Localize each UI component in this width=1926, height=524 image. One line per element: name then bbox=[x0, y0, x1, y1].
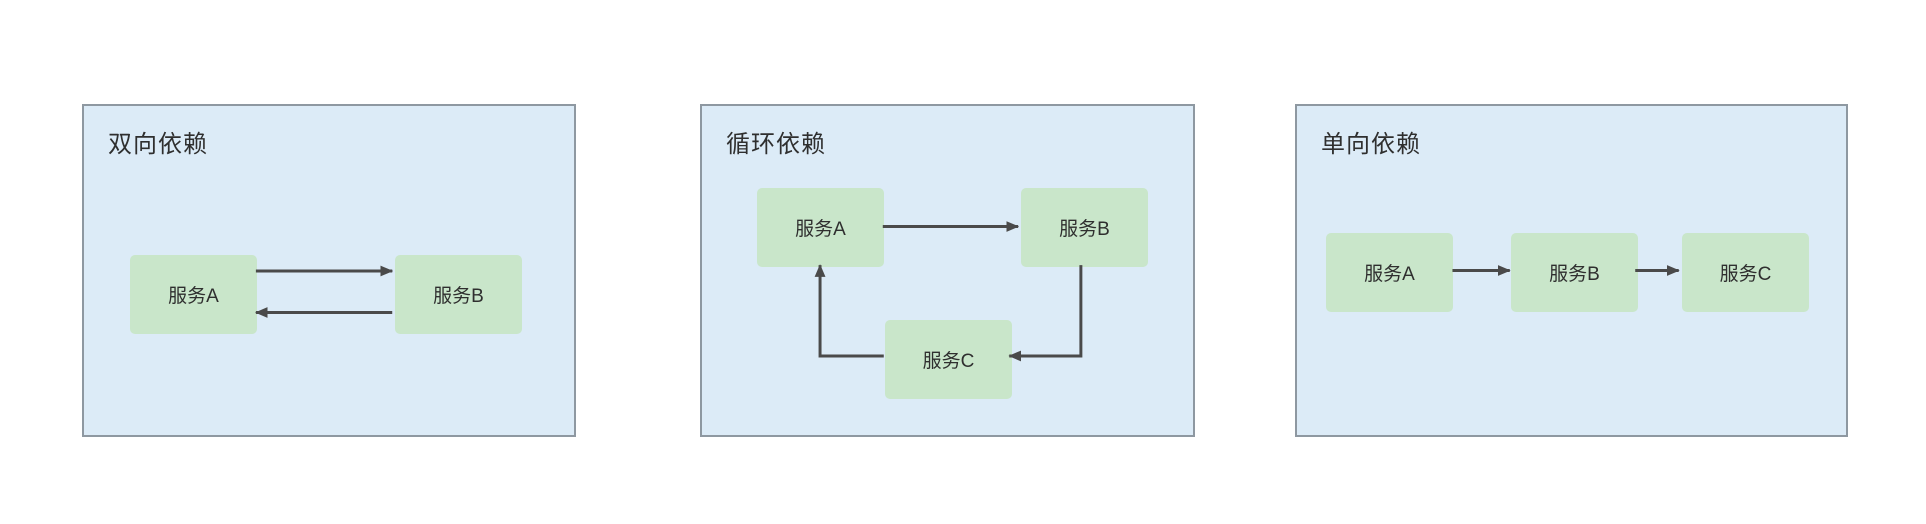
service-node-label: 服务B bbox=[1059, 219, 1110, 240]
service-node-a: 服务A bbox=[130, 255, 257, 334]
service-node-c: 服务C bbox=[885, 320, 1012, 399]
service-node-label: 服务B bbox=[1549, 264, 1600, 285]
panel-title: 循环依赖 bbox=[726, 131, 826, 158]
service-node-c: 服务C bbox=[1682, 233, 1809, 312]
panel-unidirectional-dependency: 单向依赖 服务A 服务B 服务C bbox=[1295, 104, 1848, 437]
service-node-label: 服务A bbox=[168, 286, 219, 307]
service-node-b: 服务B bbox=[395, 255, 522, 334]
arrow-service-c-to-service-a bbox=[814, 264, 884, 358]
arrow-service-b-to-service-c bbox=[1008, 265, 1083, 362]
panel-title: 双向依赖 bbox=[108, 131, 208, 158]
service-node-b: 服务B bbox=[1511, 233, 1638, 312]
service-node-label: 服务C bbox=[922, 351, 975, 372]
service-node-label: 服务B bbox=[433, 286, 484, 307]
service-node-b: 服务B bbox=[1021, 188, 1148, 267]
service-node-label: 服务A bbox=[795, 219, 846, 240]
panel-circular-dependency: 循环依赖 服务A 服务B 服务C bbox=[700, 104, 1195, 437]
service-node-label: 服务C bbox=[1719, 264, 1772, 285]
service-node-a: 服务A bbox=[757, 188, 884, 267]
service-node-a: 服务A bbox=[1326, 233, 1453, 312]
service-node-label: 服务A bbox=[1364, 264, 1415, 285]
panel-title: 单向依赖 bbox=[1321, 131, 1421, 158]
panel-bidirectional-dependency: 双向依赖 服务A 服务B bbox=[82, 104, 576, 437]
